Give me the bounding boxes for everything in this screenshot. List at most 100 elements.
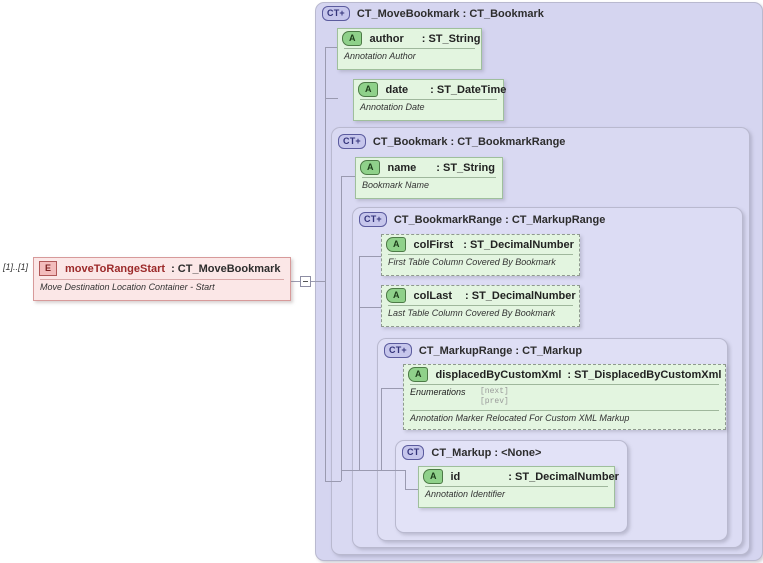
attribute-name: colFirst: [413, 238, 454, 251]
element-description: Move Destination Location Container - St…: [40, 282, 215, 292]
attribute-type-name: ST_DecimalNumber: [471, 289, 576, 302]
attribute-type: : ST_DecimalNumber: [465, 290, 576, 302]
connector-line: [325, 47, 326, 281]
divider: [362, 177, 496, 178]
multiplicity-label: [1]..[1]: [3, 262, 29, 272]
attribute-separator: :: [463, 238, 467, 251]
attribute-separator: :: [436, 161, 440, 174]
attribute-type-name: ST_DisplacedByCustomXml: [574, 368, 722, 381]
attribute-name: colLast: [413, 289, 453, 302]
attribute-badge-icon: A: [386, 237, 406, 252]
ct-badge-icon: CT+: [338, 134, 366, 149]
element-movetorangestart[interactable]: E moveToRangeStart : CT_MoveBookmark Mov…: [33, 257, 291, 301]
attribute-description: Last Table Column Covered By Bookmark: [388, 308, 556, 318]
divider: [388, 305, 573, 306]
connector-line: [359, 307, 381, 308]
header-ct-movebookmark: CT+ CT_MoveBookmark : CT_Bookmark: [322, 6, 544, 21]
attribute-type-name: ST_DateTime: [436, 83, 507, 96]
attribute-description: Annotation Date: [360, 102, 425, 112]
attribute-badge-icon: A: [358, 82, 378, 97]
attribute-type: : ST_DisplacedByCustomXml: [567, 369, 721, 381]
attribute-author[interactable]: A author : ST_String Annotation Author: [337, 28, 482, 70]
ct-badge-icon: CT+: [322, 6, 350, 21]
attribute-description: Annotation Marker Relocated For Custom X…: [410, 413, 630, 423]
attribute-type-name: ST_String: [442, 161, 495, 174]
connector-line: [341, 176, 355, 177]
attribute-header: A author : ST_String: [338, 29, 481, 47]
attribute-header: A date : ST_DateTime: [354, 80, 506, 98]
container-title: CT_Markup : <None>: [431, 446, 542, 459]
container-title: CT_BookmarkRange : CT_MarkupRange: [393, 213, 606, 226]
element-name: moveToRangeStart: [65, 262, 166, 275]
attribute-name-card[interactable]: A name : ST_String Bookmark Name: [355, 157, 503, 199]
attribute-name: name: [387, 161, 417, 174]
attribute-type-name: ST_DecimalNumber: [469, 238, 574, 251]
element-type: : CT_MoveBookmark: [171, 263, 280, 275]
attribute-badge-icon: A: [408, 367, 428, 382]
attribute-badge-icon: A: [342, 31, 362, 46]
ct-badge-icon: CT+: [384, 343, 412, 358]
attribute-date[interactable]: A date : ST_DateTime Annotation Date: [353, 79, 506, 121]
attribute-id[interactable]: A id : ST_DecimalNumber Annotation Ident…: [418, 466, 619, 508]
attribute-separator: :: [465, 289, 469, 302]
divider: [388, 254, 573, 255]
connector-line: [381, 388, 382, 470]
attribute-name: author: [369, 32, 404, 45]
connector-line: [325, 281, 326, 481]
attribute-name: id: [450, 470, 461, 483]
attribute-type: : ST_String: [436, 162, 495, 174]
attribute-type: : ST_DecimalNumber: [508, 471, 619, 483]
attribute-displacedbycustomxml[interactable]: A displacedByCustomXml : ST_DisplacedByC…: [403, 364, 726, 430]
connector-line: [311, 281, 325, 282]
enumerations-values: [next] [prev]: [480, 387, 509, 406]
connector-line: [359, 470, 381, 471]
attribute-collast[interactable]: A colLast : ST_DecimalNumber Last Table …: [381, 285, 580, 327]
attribute-header: A colFirst : ST_DecimalNumber: [382, 235, 579, 253]
connector-line: [359, 256, 381, 257]
header-ct-markuprange: CT+ CT_MarkupRange : CT_Markup: [384, 343, 582, 358]
divider: [360, 99, 497, 100]
attribute-separator: :: [567, 368, 572, 381]
divider: [344, 48, 475, 49]
connector-line: [325, 47, 338, 48]
header-ct-bookmark: CT+ CT_Bookmark : CT_BookmarkRange: [338, 134, 565, 149]
divider: [425, 486, 608, 487]
attribute-badge-icon: A: [386, 288, 406, 303]
attribute-description: Annotation Author: [344, 51, 416, 61]
connector-line: [325, 481, 341, 482]
connector-line: [341, 470, 359, 471]
attribute-name: date: [385, 83, 409, 96]
connector-line: [405, 470, 406, 489]
divider: [410, 410, 719, 411]
divider: [410, 384, 719, 385]
connector-line: [405, 489, 425, 490]
expand-collapse-toggle[interactable]: [300, 276, 311, 287]
enumerations-label: Enumerations: [410, 387, 466, 397]
attribute-header: A displacedByCustomXml : ST_DisplacedByC…: [404, 365, 725, 383]
connector-line: [325, 98, 338, 99]
attribute-separator: :: [508, 470, 512, 483]
attribute-badge-icon: A: [423, 469, 443, 484]
attribute-separator: :: [430, 83, 434, 96]
attribute-description: Annotation Identifier: [425, 489, 506, 499]
attribute-description: Bookmark Name: [362, 180, 430, 190]
element-type-name: CT_MoveBookmark: [177, 262, 281, 275]
attribute-type-name: ST_String: [428, 32, 481, 45]
attribute-separator: :: [421, 32, 426, 45]
container-title: CT_MoveBookmark : CT_Bookmark: [356, 7, 544, 20]
attribute-type: : ST_DecimalNumber: [463, 239, 574, 251]
divider: [40, 279, 284, 280]
attribute-colfirst[interactable]: A colFirst : ST_DecimalNumber First Tabl…: [381, 234, 580, 276]
ct-badge-icon: CT+: [359, 212, 387, 227]
ct-badge-icon: CT: [402, 445, 425, 460]
element-separator: :: [171, 262, 175, 275]
header-ct-bookmarkrange: CT+ CT_BookmarkRange : CT_MarkupRange: [359, 212, 605, 227]
attribute-name: displacedByCustomXml: [435, 368, 562, 381]
container-title: CT_Bookmark : CT_BookmarkRange: [372, 135, 566, 148]
attribute-badge-icon: A: [360, 160, 380, 175]
attribute-header: A name : ST_String: [356, 158, 502, 176]
attribute-header: A id : ST_DecimalNumber: [419, 467, 619, 485]
element-badge-icon: E: [39, 261, 58, 276]
container-title: CT_MarkupRange : CT_Markup: [418, 344, 583, 357]
